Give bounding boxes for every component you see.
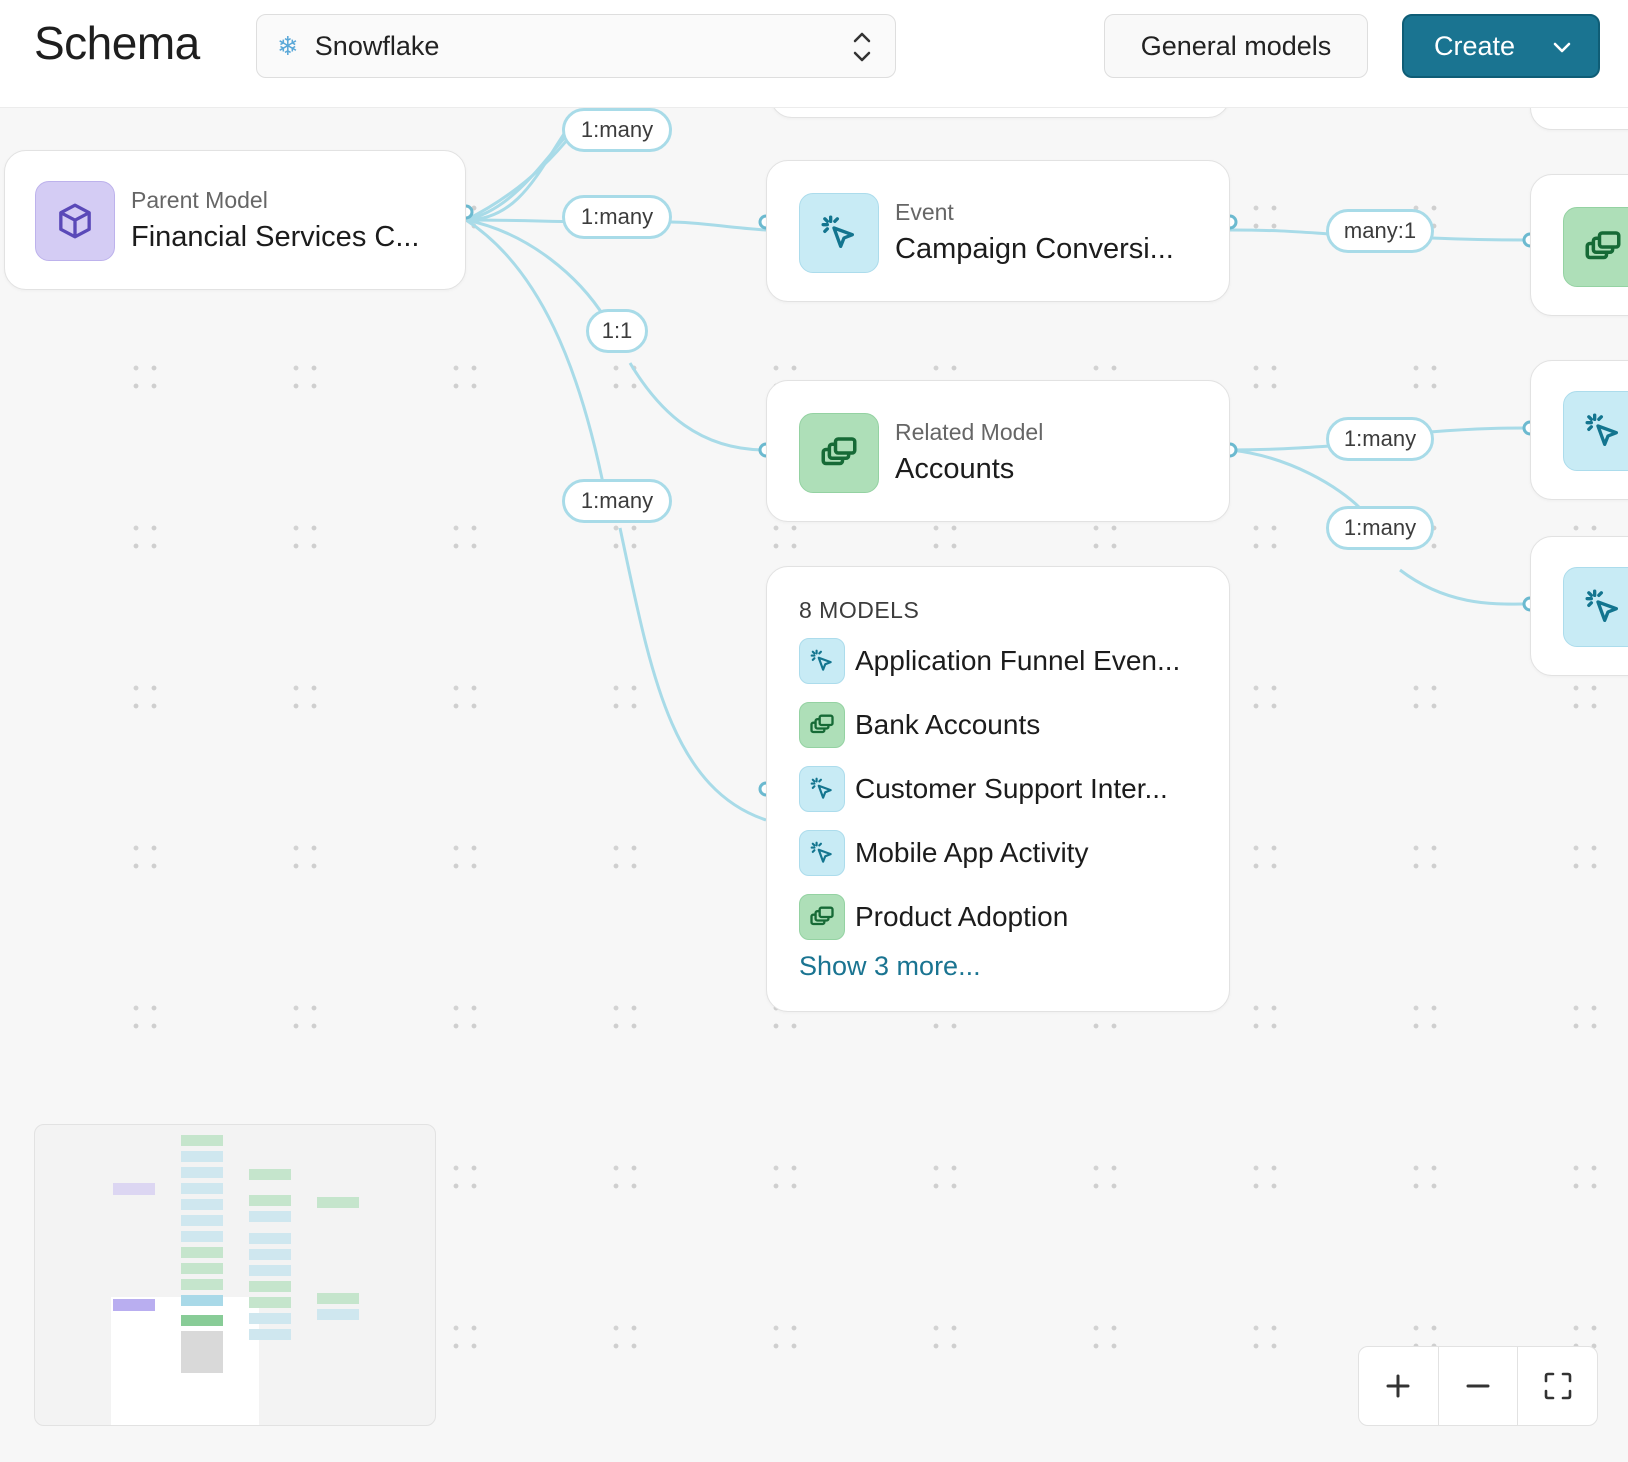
minimap-node [181,1295,223,1306]
relationship-label[interactable]: 1:many [1326,506,1434,550]
minimap-node [181,1263,223,1274]
offscreen-event-card[interactable] [1530,360,1628,500]
minimap-node [317,1293,359,1304]
minimap-node [181,1315,223,1326]
zoom-in-button[interactable] [1359,1347,1438,1425]
source-select-value: Snowflake [314,30,440,61]
relationship-label[interactable]: 1:many [562,195,672,239]
stack-icon [1563,207,1628,287]
fit-view-button[interactable] [1517,1347,1597,1425]
relationship-label[interactable]: 1:many [1326,417,1434,461]
related-model-card[interactable]: Related Model Accounts [766,380,1230,522]
create-button[interactable]: Create [1402,14,1600,78]
minimap-node [317,1197,359,1208]
group-item[interactable]: Customer Support Inter... [799,765,1168,813]
node-name: Financial Services C... [131,221,420,253]
group-item-label: Customer Support Inter... [855,773,1168,804]
minimap-node [181,1247,223,1258]
minus-icon [1466,1384,1490,1388]
general-models-button[interactable]: General models [1104,14,1368,78]
minimap-node [181,1215,223,1226]
group-item-label: Bank Accounts [855,709,1041,740]
offscreen-event-card[interactable] [1530,536,1628,676]
top-bar: Schema ❄ Snowflake General models Create [0,0,1628,108]
stack-icon [799,894,845,940]
cursor-click-icon [1563,567,1628,647]
source-select[interactable]: ❄ Snowflake [256,14,896,78]
group-item[interactable]: Application Funnel Even... [799,637,1180,685]
minimap-node [181,1331,223,1373]
minimap-node [249,1297,291,1308]
show-more-link[interactable]: Show 3 more... [799,951,981,981]
minimap[interactable] [34,1124,436,1426]
group-item-label: Product Adoption [855,901,1069,932]
stack-icon [799,702,845,748]
stack-icon [799,413,879,493]
cube-icon [35,181,115,261]
group-title: 8 MODELS [799,597,920,623]
node-name: Campaign Conversi... [895,233,1174,265]
relationship-label[interactable]: 1:many [562,479,672,523]
minimap-node [249,1313,291,1324]
group-item-label: Mobile App Activity [855,837,1089,868]
node-kind: Parent Model [131,187,268,213]
cursor-click-icon [799,830,845,876]
relationship-label[interactable]: many:1 [1326,209,1434,253]
relationship-label[interactable]: 1:many [562,108,672,152]
minimap-node [181,1151,223,1162]
chevron-down-icon [1553,42,1571,53]
minimap-node [249,1265,291,1276]
group-item[interactable]: Mobile App Activity [799,829,1088,877]
cursor-click-icon [1563,391,1628,471]
minimap-node [113,1183,155,1195]
minimap-node [181,1231,223,1242]
plus-icon [1386,1374,1410,1398]
group-item-label: Application Funnel Even... [855,645,1181,676]
event-card[interactable]: Event Campaign Conversi... [766,160,1230,302]
minimap-node [249,1169,291,1180]
minimap-node [249,1211,291,1222]
chevron-up-down-icon [853,32,871,62]
minimap-node [181,1279,223,1290]
fullscreen-icon [1544,1372,1571,1400]
minimap-node [181,1199,223,1210]
node-name: Accounts [895,453,1015,485]
model-group-card[interactable]: 8 MODELS Application Funnel Even... Bank… [766,566,1230,1012]
page-title: Schema [34,17,200,69]
group-item[interactable]: Product Adoption [799,893,1068,941]
minimap-node [249,1249,291,1260]
cursor-click-icon [799,193,879,273]
cursor-click-icon [799,638,845,684]
node-kind: Event [895,199,954,225]
minimap-node [113,1299,155,1311]
minimap-node [181,1183,223,1194]
snowflake-icon: ❄ [277,31,299,61]
minimap-node [181,1167,223,1178]
minimap-node [249,1329,291,1340]
zoom-controls [1358,1346,1598,1426]
relationship-label[interactable]: 1:1 [586,309,648,353]
group-item[interactable]: Bank Accounts [799,701,1040,749]
node-kind: Related Model [895,419,1044,445]
parent-model-card[interactable]: Parent Model Financial Services C... [4,150,466,290]
minimap-node [249,1195,291,1206]
zoom-out-button[interactable] [1437,1347,1518,1425]
minimap-node [181,1135,223,1146]
offscreen-related-model-card[interactable] [1530,174,1628,316]
minimap-node [317,1309,359,1320]
cursor-click-icon [799,766,845,812]
minimap-node [249,1233,291,1244]
minimap-node [249,1281,291,1292]
create-button-label: Create [1434,30,1516,61]
